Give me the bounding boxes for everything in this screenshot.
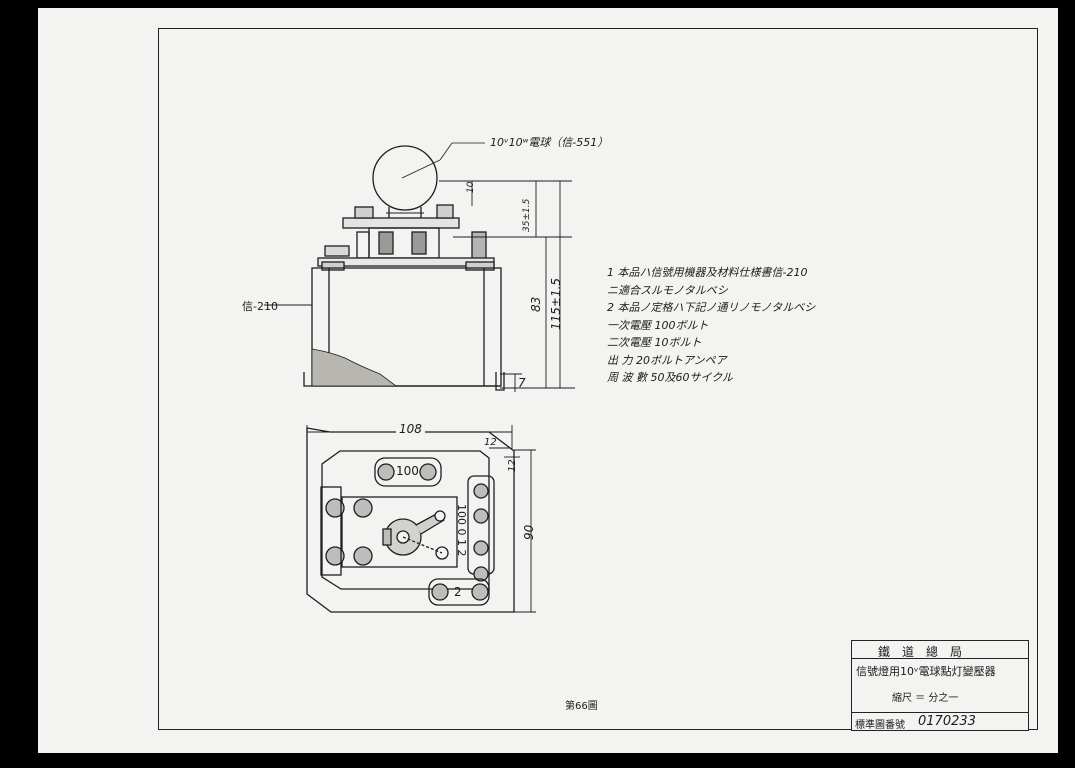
standard-number-label: 標準圖番號: [855, 720, 905, 731]
dim-90: 90: [522, 524, 536, 540]
note-line: 出 力 20ボルトアンペア: [607, 353, 727, 367]
note-line: 1 本品ハ信號用機器及材料仕様書信-210: [607, 266, 808, 279]
note-line: 一次電壓 100ボルト: [607, 318, 709, 332]
bulb-outline: [372, 145, 438, 211]
dim-83: 83: [529, 296, 543, 312]
title-block-title-row: 信號燈用10ᵛ電球點灯變壓器 縮尺 ＝ 分之一: [852, 661, 1028, 713]
plan-view: [306, 425, 536, 613]
dim-10: 10: [466, 181, 476, 193]
drawing-border: [158, 28, 1038, 730]
notes-block: 1 本品ハ信號用機器及材料仕様書信-210 ニ適合スルモノタルベシ 2 本品ノ定…: [607, 264, 815, 387]
terminal-2-label: 2: [454, 585, 462, 599]
drawing-sheet: [38, 8, 1058, 753]
note-line: ニ適合スルモノタルベシ: [607, 283, 728, 297]
dim-35: 35±1.5: [522, 198, 532, 232]
page-number: 第66圖: [565, 701, 598, 712]
left-reference-label: 信-210: [242, 300, 278, 313]
dim-12-horizontal: 12: [484, 437, 497, 448]
title-block: 鐵 道 總 局 信號燈用10ᵛ電球點灯變壓器 縮尺 ＝ 分之一 標準圖番號 01…: [851, 640, 1029, 731]
dim-115: 115±1.5: [549, 277, 563, 330]
dim-108: 108: [396, 422, 425, 436]
dim-12-vertical: 12: [507, 459, 518, 472]
note-line: 2 本品ノ定格ハ下記ノ通リノモノタルベシ: [607, 301, 816, 314]
scale-text: 縮尺 ＝ 分之一: [892, 693, 959, 704]
standard-number: 0170233: [918, 714, 976, 729]
org-name: 鐵 道 總 局: [878, 645, 963, 659]
title-block-org-row: 鐵 道 總 局: [852, 641, 1028, 659]
dim-7: 7: [518, 376, 526, 390]
bulb-label: 10ᵛ10ʷ電球（信-551）: [490, 136, 609, 149]
terminal-strip-label: 100 0 1 2: [455, 504, 468, 557]
note-line: 二次電壓 10ボルト: [607, 336, 702, 349]
terminal-100-label: 100: [396, 464, 419, 478]
title-block-number-row: 標準圖番號 0170233: [852, 712, 1028, 731]
socket-plate: [342, 217, 460, 229]
note-line: 周 波 數 50及60サイクル: [607, 371, 733, 384]
potting-compound: [311, 348, 398, 387]
drawing-title: 信號燈用10ᵛ電球點灯變壓器: [856, 665, 996, 678]
